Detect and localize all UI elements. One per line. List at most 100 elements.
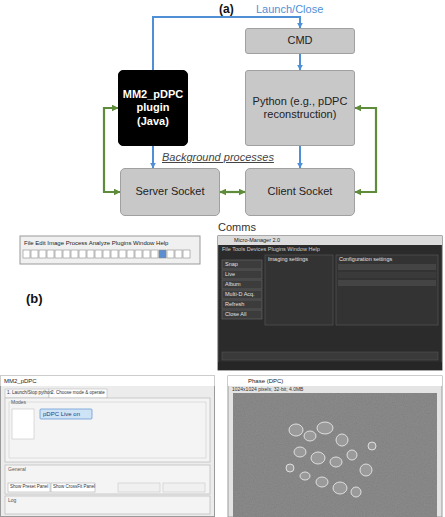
node-label: Server Socket: [135, 185, 204, 198]
mm-button: [222, 300, 262, 309]
screenshot-text: General: [8, 467, 26, 472]
tool-icon: [143, 250, 150, 258]
config-row: [338, 280, 436, 286]
node-label: Python (e.g., pDPC reconstruction): [249, 95, 351, 121]
config-row: [338, 264, 436, 270]
tool-icon: [119, 250, 126, 258]
panel-button: [51, 483, 95, 492]
panel-button: [163, 483, 205, 492]
window-titlebar: [218, 236, 442, 245]
mm-button: [222, 290, 262, 299]
screenshot-text: Close All: [225, 312, 246, 318]
screenshot-text: Imaging settings: [268, 257, 308, 263]
process-box: Python (e.g., pDPC reconstruction): [245, 70, 355, 146]
panel-letter: (a): [219, 3, 234, 15]
imagej-window: [20, 236, 200, 264]
connector-arrow: [299, 54, 301, 70]
screenshot-text: Live: [225, 272, 235, 278]
live-button: [40, 409, 92, 419]
window-titlebar: [228, 376, 442, 386]
tool-icon: [111, 250, 118, 258]
cell: [300, 472, 310, 480]
mm-button: [222, 260, 262, 269]
tool-icon: [79, 250, 86, 258]
cell: [316, 477, 328, 487]
imagej-toolbar-icons: [23, 250, 190, 258]
screenshot-text: Album: [225, 282, 241, 288]
phase-image-window: [228, 376, 442, 517]
tool-icon: [31, 250, 38, 258]
tool-icon: [71, 250, 78, 258]
process-box: CMD: [245, 28, 355, 54]
process-box: Server Socket: [120, 168, 220, 216]
node-label: Client Socket: [268, 185, 333, 198]
general-panel: [5, 465, 210, 494]
mm-status-bar: [218, 362, 442, 370]
screenshot-text: File Tools Devices Plugins Window Help: [222, 247, 320, 253]
node-label: MM2_pDPC plugin (Java): [122, 88, 184, 128]
cell: [336, 434, 348, 446]
tool-icon: [39, 250, 46, 258]
screenshot-text: 1024x1024 pixels; 32-bit; 4.0MB: [232, 387, 303, 392]
cell: [294, 447, 306, 457]
cell: [360, 464, 372, 476]
mm-button: [222, 280, 262, 289]
tool-icon: [175, 250, 182, 258]
modes-frame: [9, 402, 206, 458]
tool-icon: [127, 250, 134, 258]
plugin-box: MM2_pDPC plugin (Java): [118, 70, 188, 146]
cell: [351, 487, 361, 497]
tool-icon: [55, 250, 62, 258]
cell: [286, 464, 294, 472]
tool-icon: [63, 250, 70, 258]
pdpc-plugin-window: [1, 376, 215, 517]
imaging-settings-panel: [265, 255, 333, 325]
cell: [304, 431, 316, 441]
tool-icon: [103, 250, 110, 258]
screenshot-text: 2. Choose mode & operate: [51, 391, 105, 396]
panel-button: [118, 483, 160, 492]
group-label: Background processes: [162, 152, 274, 163]
cell: [333, 482, 347, 494]
screenshot-text: Phase (DPC): [248, 378, 283, 384]
connector-arrow: [299, 146, 301, 168]
cell: [368, 442, 376, 450]
connector-arrow: [152, 146, 154, 168]
panel-button: [8, 483, 50, 492]
configuration-panel: [336, 255, 438, 325]
connector-arrow: [355, 108, 376, 192]
tool-icon: [47, 250, 54, 258]
phase-image: [233, 393, 437, 517]
screenshot-text: Refresh: [225, 302, 244, 308]
cell: [330, 457, 342, 467]
config-row: [338, 272, 436, 278]
tool-icon: [167, 250, 174, 258]
mm-buttons: [222, 260, 262, 319]
micromanager-window: [218, 236, 442, 370]
screenshot-text: pDPC Live on: [43, 411, 80, 417]
cell: [289, 424, 303, 436]
connector-arrow: [220, 191, 245, 193]
cell: [317, 422, 333, 434]
window-titlebar: [1, 376, 215, 386]
screenshot-text: Snap: [225, 262, 238, 268]
cell-cluster: [286, 422, 376, 497]
screenshot-text: Configuration settings: [339, 257, 392, 263]
screenshot-text: File Edit Image Process Analyze Plugins …: [24, 240, 168, 246]
mm-button: [222, 310, 262, 319]
process-box: Client Socket: [245, 168, 355, 216]
tool-icon: [87, 250, 94, 258]
tool-icon: [135, 250, 142, 258]
screenshot-text: Show CrossFit Panel: [53, 485, 95, 490]
log-panel: [5, 496, 210, 514]
tab: [49, 389, 107, 398]
connector-label: Launch/Close: [256, 4, 323, 15]
screenshot-text: Micro-Manager 2.0: [234, 238, 280, 244]
screenshot-text: Show Preset Panel: [10, 485, 48, 490]
cell: [311, 452, 325, 464]
mm-button: [222, 270, 262, 279]
tool-icon: [95, 250, 102, 258]
screenshot-text: Modes: [11, 400, 26, 405]
cell: [347, 450, 357, 460]
